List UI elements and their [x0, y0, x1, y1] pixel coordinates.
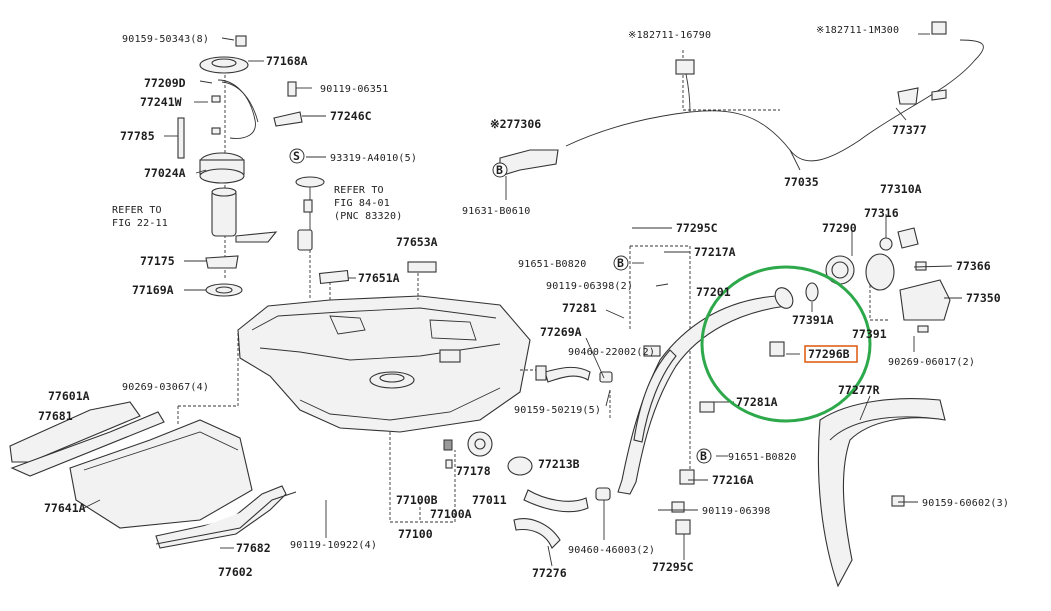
bolt — [445, 459, 453, 469]
label-fig-84-01: FIG 84-01 — [334, 198, 390, 209]
label-77216a: 77216A — [712, 473, 754, 487]
label-77281a: 77281A — [736, 395, 778, 409]
label-77391a: 77391A — [792, 313, 834, 327]
highlight-box — [804, 345, 858, 363]
label-77175: 77175 — [140, 254, 175, 268]
label-77100a: 77100A — [430, 507, 472, 521]
label-refer-to-1: REFER TO — [112, 205, 162, 216]
label-77366: 77366 — [956, 259, 991, 273]
marker-b-1: B — [496, 163, 503, 177]
label-77213b: 77213B — [538, 457, 580, 471]
label-90159-50343: 90159-50343(8) — [122, 34, 209, 45]
plug — [443, 439, 453, 451]
marker-b-3: B — [700, 449, 707, 463]
label-77316: 77316 — [864, 206, 899, 220]
label-77276: 77276 — [532, 566, 567, 580]
label-182711-1m300: ※182711-1M300 — [816, 25, 899, 36]
label-77100: 77100 — [398, 527, 433, 541]
label-90460-46003: 90460-46003(2) — [568, 545, 655, 556]
label-77682: 77682 — [236, 541, 271, 555]
label-77168a: 77168A — [266, 54, 308, 68]
label-77653a: 77653A — [396, 235, 438, 249]
label-77169a: 77169A — [132, 283, 174, 297]
label-77681: 77681 — [38, 409, 73, 423]
label-77377: 77377 — [892, 123, 927, 137]
label-77601a: 77601A — [48, 389, 90, 403]
label-91631-b0610: 91631-B0610 — [462, 206, 530, 217]
label-77391: 77391 — [852, 327, 887, 341]
label-90269-06017: 90269-06017(2) — [888, 357, 975, 368]
label-leaders — [83, 33, 962, 567]
label-77024a: 77024A — [144, 166, 186, 180]
check-valve — [507, 456, 533, 476]
marker-b-circle-2 — [613, 255, 629, 271]
label-77217a: 77217A — [694, 245, 736, 259]
release-cables — [499, 21, 984, 177]
marker-s-circle — [289, 148, 305, 164]
label-77295c-top: 77295C — [676, 221, 718, 235]
label-77201: 77201 — [696, 285, 731, 299]
fuel-tank — [237, 295, 531, 433]
label-77350: 77350 — [966, 291, 1001, 305]
fuel-pump-assembly — [177, 35, 303, 297]
label-77100b: 77100B — [396, 493, 438, 507]
marker-b-circle-1 — [492, 162, 508, 178]
label-77295c-bot: 77295C — [652, 560, 694, 574]
hoses — [513, 365, 613, 549]
label-fig-22-11: FIG 22-11 — [112, 218, 168, 229]
label-77269a: 77269A — [540, 325, 582, 339]
label-90460-22002: 90460-22002(2) — [568, 347, 655, 358]
label-182711-16790: ※182711-16790 — [628, 30, 711, 41]
pump-gasket-inner — [474, 438, 486, 450]
pad-77653a — [407, 261, 437, 273]
label-91651-b0820-bot: 91651-B0820 — [728, 452, 796, 463]
label-90159-60602: 90159-60602(3) — [922, 498, 1009, 509]
label-91651-b0820-top: 91651-B0820 — [518, 259, 586, 270]
label-77241w: 77241W — [140, 95, 182, 109]
label-77011: 77011 — [472, 493, 507, 507]
label-90119-06398-bot: 90119-06398 — [702, 506, 770, 517]
highlight-circle — [700, 265, 872, 423]
label-77209d: 77209D — [144, 76, 186, 90]
label-refer-to-2: REFER TO — [334, 185, 384, 196]
fender-liner — [817, 398, 946, 588]
label-77035: 77035 — [784, 175, 819, 189]
label-77178: 77178 — [456, 464, 491, 478]
label-90269-03067: 90269-03067(4) — [122, 382, 209, 393]
marker-b-2: B — [617, 256, 624, 270]
label-90119-06351: 90119-06351 — [320, 84, 388, 95]
label-pnc-83320: (PNC 83320) — [334, 211, 402, 222]
label-77641a: 77641A — [44, 501, 86, 515]
marker-b-circle-3 — [696, 448, 712, 464]
label-90119-10922: 90119-10922(4) — [290, 540, 377, 551]
label-77785: 77785 — [120, 129, 155, 143]
marker-s: S — [293, 149, 300, 163]
label-277306: ※277306 — [490, 117, 541, 131]
label-90159-50219: 90159-50219(5) — [514, 405, 601, 416]
leader-lines — [177, 50, 888, 523]
label-77310a: 77310A — [880, 182, 922, 196]
label-77246c: 77246C — [330, 109, 372, 123]
label-77296b: 77296B — [808, 347, 850, 361]
tank-protectors — [9, 401, 297, 549]
pad-77651a — [318, 269, 350, 285]
label-77651a: 77651A — [358, 271, 400, 285]
filler-pipe — [617, 287, 794, 535]
label-90119-06398-top: 90119-06398(2) — [546, 281, 633, 292]
label-93319-a4010: 93319-A4010(5) — [330, 153, 417, 164]
label-77290: 77290 — [822, 221, 857, 235]
filler-cap-parts — [769, 227, 951, 357]
label-77281: 77281 — [562, 301, 597, 315]
label-77277r: 77277R — [838, 383, 880, 397]
label-77602: 77602 — [218, 565, 253, 579]
fuel-sender-gauge — [295, 176, 325, 251]
part-labels: 90159-50343(8) 77168A 77209D 90119-06351… — [38, 25, 1009, 580]
